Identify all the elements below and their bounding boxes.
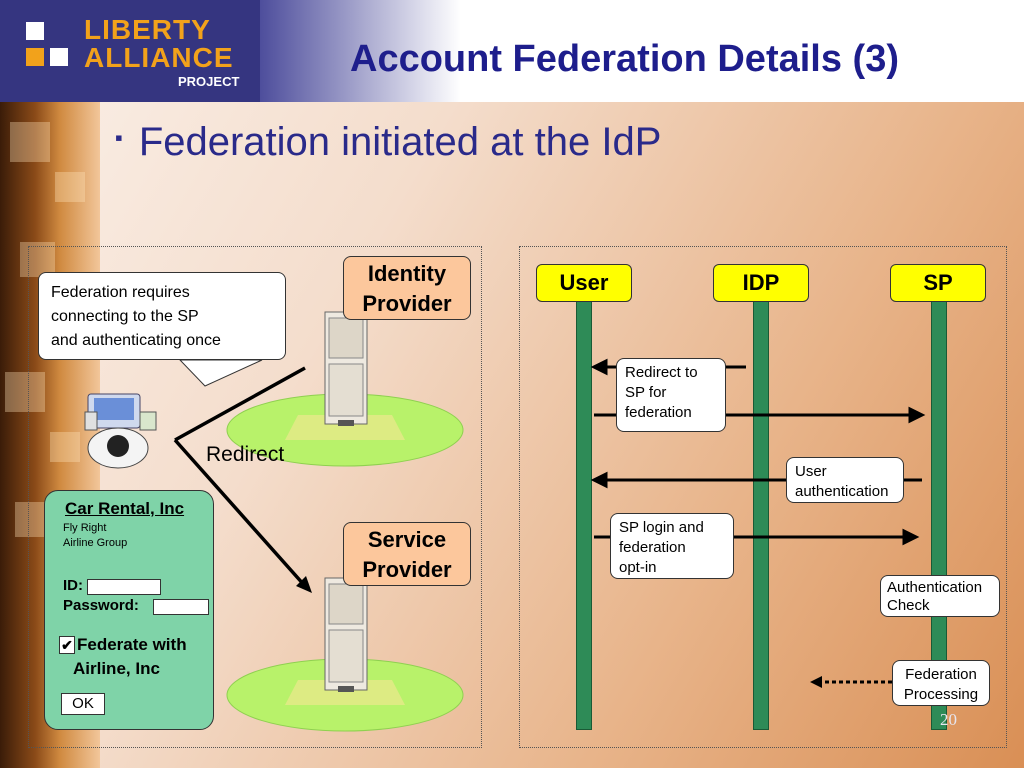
note-authcheck-line-2: Check [887, 597, 930, 614]
car-rental-login-form: Car Rental, Inc Fly Right Airline Group … [44, 490, 214, 730]
bullet-marker: ▪ [115, 125, 123, 150]
left-diagram-panel [28, 246, 482, 748]
note-authentication-check: Authentication Check [880, 575, 1000, 617]
form-company-name: Car Rental, Inc [65, 499, 185, 518]
lane-user: User [536, 264, 632, 302]
arrowhead-user-to-sp-login [902, 528, 920, 546]
arrowhead-idp-to-user [590, 358, 608, 376]
sequence-diagram-panel [519, 246, 1007, 748]
callout-line-2: connecting to the SP [51, 308, 199, 325]
federate-label-line-1: Federate with [77, 635, 187, 654]
note-user-authentication: User authentication [786, 457, 904, 503]
arrowhead-sp-to-user-auth [590, 471, 608, 489]
note-fedproc-line-1: Federation [905, 666, 977, 683]
ok-button[interactable]: OK [61, 693, 105, 715]
lane-idp: IDP [713, 264, 809, 302]
sp-label-line-1: Service [367, 527, 447, 552]
note-splogin-line-3: opt-in [619, 559, 657, 576]
logo-line1: LIBERTY [84, 14, 211, 45]
callout-tail [178, 359, 263, 387]
logo-line3: PROJECT [178, 74, 240, 89]
user-computer-icon [84, 393, 157, 469]
note-federation-processing: Federation Processing [892, 660, 990, 706]
header-bar: LIBERTY ALLIANCE PROJECT Account Federat… [0, 0, 1024, 102]
sp-server-icon [324, 577, 368, 692]
redirect-label: Redirect [206, 443, 285, 466]
identity-provider-label: Identity Provider [343, 256, 471, 320]
idp-server-icon [324, 311, 368, 426]
note-userauth-line-1: User [795, 463, 827, 480]
bullet-point: ▪ Federation initiated at the IdP [115, 120, 661, 165]
sp-label-line-2: Provider [362, 557, 452, 582]
form-subtitle-line-2: Airline Group [63, 537, 128, 549]
note-userauth-line-2: authentication [795, 483, 889, 500]
note-fedproc-line-2: Processing [903, 686, 979, 703]
arrowhead-federation-processing [810, 676, 822, 688]
note-redirect-line-2: SP for [625, 384, 667, 401]
password-label: Password: [63, 597, 139, 614]
federate-checkbox[interactable]: ✔ [59, 636, 75, 654]
redirect-arrowhead [296, 576, 312, 593]
note-redirect-to-sp: Redirect to SP for federation [616, 358, 726, 432]
note-splogin-line-1: SP login and [619, 519, 704, 536]
federate-label-line-2: Airline, Inc [73, 659, 160, 678]
bullet-text: Federation initiated at the IdP [138, 120, 662, 164]
idp-platform-mat [285, 415, 405, 440]
federation-requirement-callout: Federation requires connecting to the SP… [38, 272, 286, 360]
note-authcheck-line-1: Authentication [887, 579, 983, 596]
callout-line-3: and authenticating once [51, 332, 221, 349]
lane-sp: SP [890, 264, 986, 302]
form-subtitle-line-1: Fly Right [63, 522, 107, 534]
idp-label-line-1: Identity [367, 261, 447, 286]
callout-line-1: Federation requires [51, 284, 190, 301]
arrowhead-user-to-sp-redirect [908, 406, 926, 424]
id-label: ID: [63, 577, 83, 594]
logo-line2: ALLIANCE [84, 42, 234, 73]
service-provider-label: Service Provider [343, 522, 471, 586]
sp-platform-mat [285, 680, 405, 705]
note-sp-login: SP login and federation opt-in [610, 513, 734, 579]
form-subtitle: Fly Right Airline Group [63, 521, 127, 551]
note-splogin-line-2: federation [619, 539, 686, 556]
id-input[interactable] [87, 579, 161, 595]
page-number: 20 [940, 710, 957, 729]
password-input[interactable] [153, 599, 209, 615]
slide-title: Account Federation Details (3) [350, 38, 899, 80]
note-redirect-line-3: federation [625, 404, 692, 421]
idp-connection-line [174, 366, 306, 442]
note-redirect-line-1: Redirect to [625, 364, 698, 381]
federate-option[interactable]: ✔Federate with Airline, Inc [59, 633, 187, 681]
redirect-arrow [173, 438, 307, 588]
idp-label-line-2: Provider [362, 291, 452, 316]
